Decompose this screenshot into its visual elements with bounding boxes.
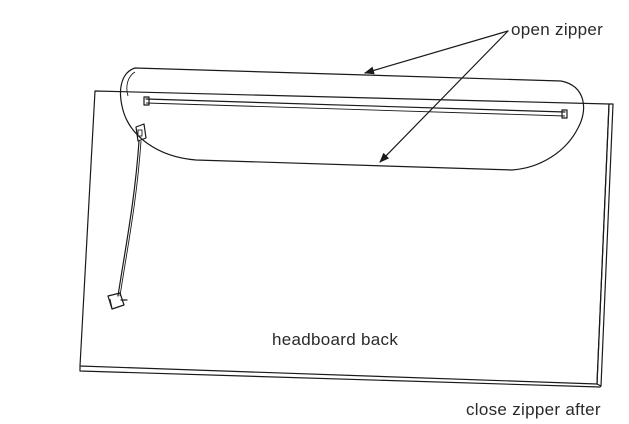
cushion-left-fold xyxy=(126,71,136,97)
zipper-stop-right xyxy=(561,109,568,119)
headboard-bottom-edge xyxy=(79,365,602,388)
open-zipper-arrows xyxy=(364,30,509,163)
power-cord-line xyxy=(117,140,140,297)
cushion-bolster xyxy=(119,67,585,171)
power-cord-line-2 xyxy=(119,140,142,297)
zipper-track-bottom xyxy=(145,102,566,117)
power-cord xyxy=(107,140,142,310)
arrow-to-cushion-bottom xyxy=(379,30,509,163)
headboard-panel xyxy=(79,90,614,388)
open-zipper-label: open zipper xyxy=(511,20,604,39)
zipper-stop-left xyxy=(143,96,150,106)
power-plug xyxy=(107,292,125,310)
headboard-right-edge xyxy=(596,103,614,387)
arrow-to-cushion-top xyxy=(364,30,509,75)
zipper-slider xyxy=(135,123,147,142)
zipper-slider-window xyxy=(137,129,143,137)
cushion-outline xyxy=(119,67,585,171)
headboard-back-label: headboard back xyxy=(272,330,399,349)
zipper-track-top xyxy=(145,98,566,113)
close-zipper-label: close zipper after xyxy=(466,400,601,419)
power-plug-detail xyxy=(109,298,113,309)
